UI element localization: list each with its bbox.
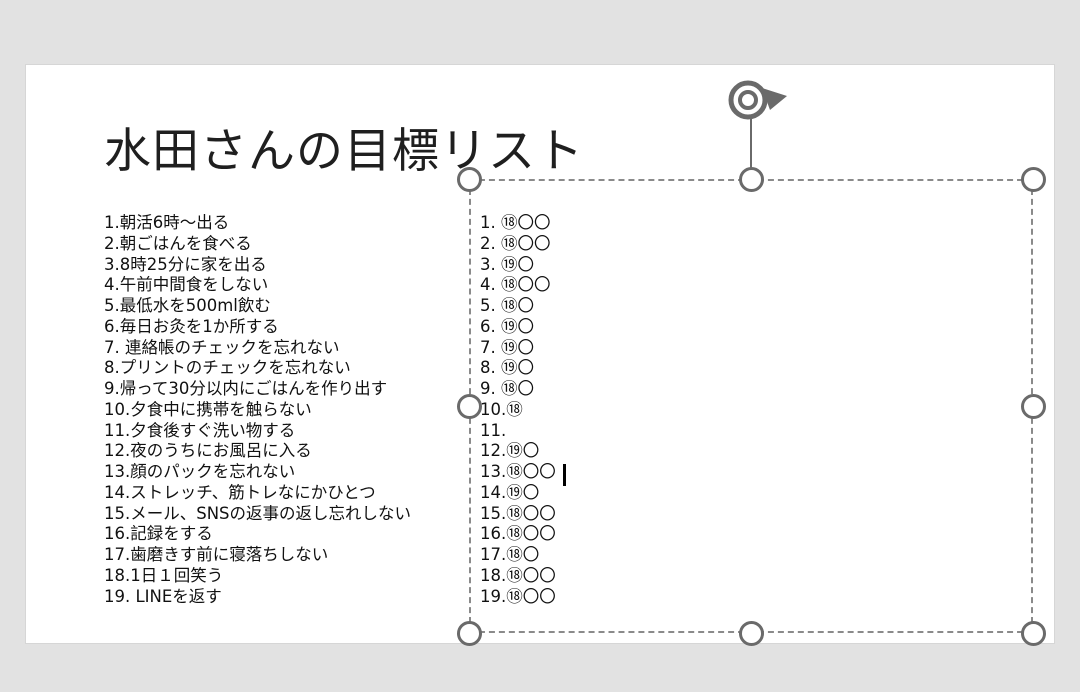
goal-item: 15.メール、SNSの返事の返し忘れしない xyxy=(104,503,412,523)
score-list[interactable]: 1. ⑱〇〇 2. ⑱〇〇 3. ⑲〇 4. ⑱〇〇 5. ⑱〇 6. ⑲〇 7… xyxy=(480,213,556,607)
score-item: 13.⑱〇〇 xyxy=(480,462,556,481)
score-item: 3. ⑲〇 xyxy=(480,254,534,274)
resize-handle-top-right[interactable] xyxy=(1021,167,1046,192)
goal-item: 5.最低水を500ml飲む xyxy=(104,296,271,315)
score-item: 19.⑱〇〇 xyxy=(480,586,556,606)
goal-item: 16.記録をする xyxy=(104,524,213,544)
score-item: 2. ⑱〇〇 xyxy=(480,233,551,253)
rotate-handle-icon[interactable] xyxy=(726,78,790,128)
goal-item: 9.帰って30分以内にごはんを作り出す xyxy=(104,379,388,398)
goal-item: 7. 連絡帳のチェックを忘れない xyxy=(104,337,340,357)
score-item: 5. ⑱〇 xyxy=(480,296,534,315)
resize-handle-top[interactable] xyxy=(739,167,764,192)
goal-item: 14.ストレッチ、筋トレなにかひとつ xyxy=(104,482,376,502)
slide-title[interactable]: 水田さんの目標リスト xyxy=(104,124,584,179)
goal-item: 18.1日１回笑う xyxy=(104,565,224,585)
goal-item: 11.夕食後すぐ洗い物する xyxy=(104,420,296,440)
score-item: 4. ⑱〇〇 xyxy=(480,275,551,295)
goal-item: 1.朝活6時〜出る xyxy=(104,213,230,232)
goal-item: 19. LINEを返す xyxy=(104,586,222,606)
goal-item: 8.プリントのチェックを忘れない xyxy=(104,358,351,378)
resize-handle-bottom[interactable] xyxy=(739,621,764,646)
resize-handle-bottom-left[interactable] xyxy=(457,621,482,646)
resize-handle-top-left[interactable] xyxy=(457,167,482,192)
score-item: 11. xyxy=(480,420,507,440)
goal-item: 17.歯磨きす前に寝落ちしない xyxy=(104,545,329,564)
goal-item: 12.夜のうちにお風呂に入る xyxy=(104,441,312,461)
score-item: 17.⑱〇 xyxy=(480,545,540,564)
score-item: 1. ⑱〇〇 xyxy=(480,213,551,232)
score-item: 12.⑲〇 xyxy=(480,441,540,461)
goal-list[interactable]: 1.朝活6時〜出る 2.朝ごはんを食べる 3.8時25分に家を出る 4.午前中間… xyxy=(104,213,411,607)
score-item: 10.⑱ xyxy=(480,399,523,419)
resize-handle-right[interactable] xyxy=(1021,394,1046,419)
goal-item: 2.朝ごはんを食べる xyxy=(104,233,252,253)
score-item: 18.⑱〇〇 xyxy=(480,565,556,585)
score-item: 15.⑱〇〇 xyxy=(480,503,556,523)
score-item: 16.⑱〇〇 xyxy=(480,524,556,544)
text-cursor xyxy=(563,464,566,486)
score-item: 14.⑲〇 xyxy=(480,482,540,502)
score-item: 8. ⑲〇 xyxy=(480,358,534,378)
goal-item: 13.顔のパックを忘れない xyxy=(104,462,296,481)
score-item: 6. ⑲〇 xyxy=(480,316,534,336)
score-item: 9. ⑱〇 xyxy=(480,379,534,398)
resize-handle-bottom-right[interactable] xyxy=(1021,621,1046,646)
goal-item: 10.夕食中に携帯を触らない xyxy=(104,399,312,419)
score-item: 7. ⑲〇 xyxy=(480,337,534,357)
rotation-connector xyxy=(750,118,752,170)
goal-item: 4.午前中間食をしない xyxy=(104,275,269,295)
goal-item: 3.8時25分に家を出る xyxy=(104,254,267,274)
slide-canvas[interactable] xyxy=(26,65,1054,643)
goal-item: 6.毎日お灸を1か所する xyxy=(104,316,279,336)
resize-handle-left[interactable] xyxy=(457,394,482,419)
